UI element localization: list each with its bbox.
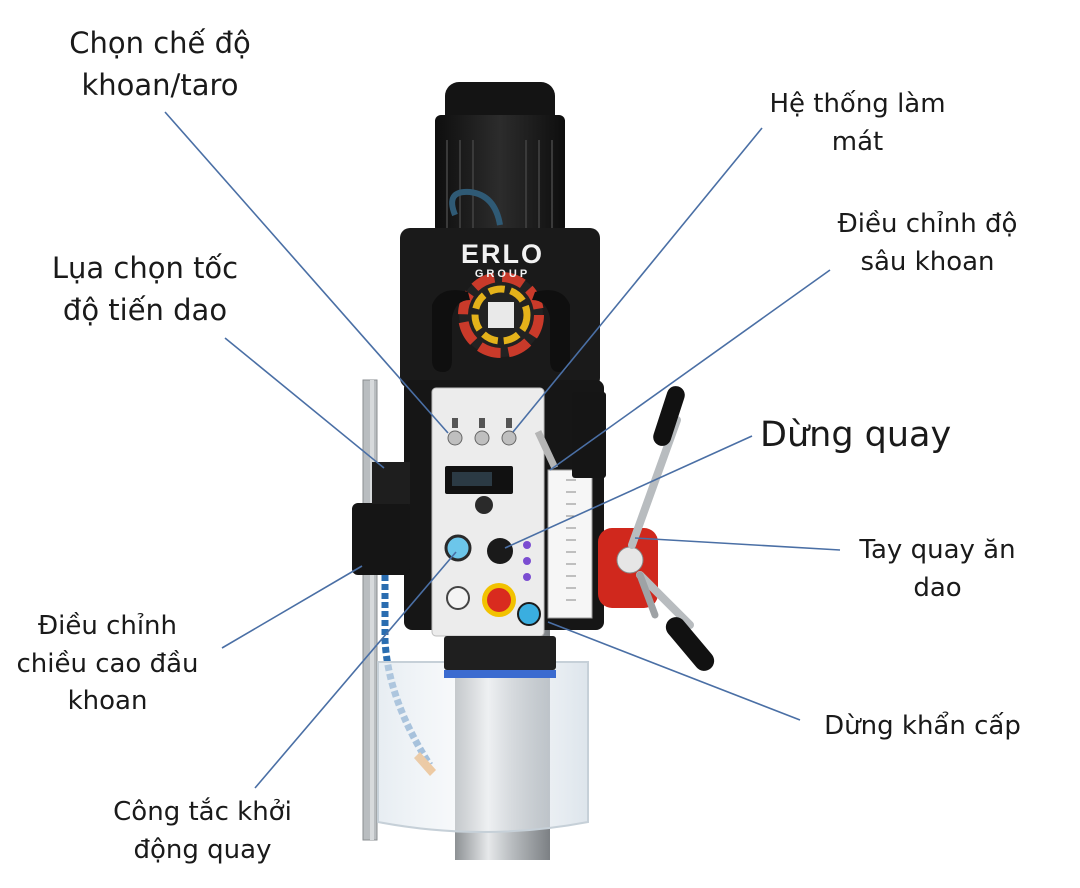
label-line: mát <box>831 126 884 157</box>
label-line: dao <box>913 572 962 603</box>
motor-cable <box>449 188 503 226</box>
leader-line-feed <box>224 337 385 469</box>
label-line: Lụa chọn tốc <box>51 251 239 285</box>
motor-fins <box>446 140 553 228</box>
motor-body <box>435 115 565 233</box>
depth-stop-rod <box>534 430 559 470</box>
label-feed-handle: Tay quay ăn dao <box>845 532 1030 607</box>
right-gear-lever <box>532 290 570 372</box>
start-button <box>444 534 472 562</box>
mode-switches <box>447 418 517 446</box>
leader-line-cool <box>512 127 763 433</box>
label-feed-speed: Lụa chọn tốc độ tiến dao <box>20 247 270 331</box>
label-emergency-stop: Dừng khẩn cấp <box>800 708 1045 746</box>
label-line: Điều chỉnh độ <box>837 209 1018 239</box>
emergency-stop-button <box>487 588 511 612</box>
label-drill-depth: Điều chỉnh độ sâu khoan <box>815 206 1040 281</box>
label-line: Hệ thống làm <box>769 89 946 119</box>
height-crank-cap <box>372 462 410 504</box>
label-head-height: Điều chỉnh chiều cao đầu khoan <box>0 608 215 721</box>
spindle-blue-ring <box>444 670 556 678</box>
leader-line-mode <box>164 111 449 434</box>
label-line: Công tắc khởi <box>113 797 292 827</box>
label-line: động quay <box>133 834 272 865</box>
leader-line-depth <box>549 269 831 471</box>
label-line: khoan <box>67 686 148 717</box>
label-drill-tap-mode: Chọn chế độ khoan/taro <box>40 22 280 106</box>
spindle-collar <box>444 636 556 670</box>
reset-button <box>446 586 470 610</box>
height-crank-block <box>352 503 410 575</box>
feed-handle-grip-down <box>665 617 715 671</box>
depth-scale-ticks <box>566 479 576 601</box>
label-line: Chọn chế độ <box>69 26 251 60</box>
leader-line-hand <box>634 537 841 551</box>
label-line: sâu khoan <box>860 246 995 277</box>
left-gear-lever <box>432 290 470 372</box>
leader-line-height <box>221 565 363 649</box>
gear-dial-center <box>488 302 514 328</box>
label-line: độ tiến dao <box>62 293 228 328</box>
label-line: Điều chỉnh <box>37 611 178 641</box>
label-line: khoan/taro <box>81 68 239 103</box>
label-line: Tay quay ăn <box>859 535 1016 565</box>
digital-display-screen <box>452 472 492 486</box>
feed-handle-arm-side <box>636 571 659 619</box>
label-line: Dừng khẩn cấp <box>824 711 1021 741</box>
brand-subtitle: GROUP <box>474 268 531 280</box>
leader-lines <box>164 111 841 789</box>
feed-handle-center <box>616 546 644 574</box>
label-line: chiều cao đầu <box>16 648 199 679</box>
depth-gauge-housing <box>572 392 606 478</box>
chip-shield <box>377 661 589 833</box>
feed-handle-grip-up <box>653 386 685 446</box>
guide-rod-rail <box>370 380 374 840</box>
brand-logo: ERLO GROUP <box>440 240 565 280</box>
coolant-button <box>517 602 541 626</box>
leader-line-emerg <box>547 621 801 721</box>
label-line: Dừng quay <box>760 415 952 455</box>
feed-handle-arm-down <box>636 571 694 629</box>
label-spindle-start: Công tắc khởi động quay <box>90 794 315 869</box>
brand-name: ERLO <box>460 239 544 269</box>
gear-dial-ring <box>458 272 544 358</box>
leader-line-stop <box>504 435 753 549</box>
label-coolant-system: Hệ thống làm mát <box>740 86 975 161</box>
indicator-lights <box>523 541 531 581</box>
speed-knob <box>475 496 493 514</box>
leader-line-start <box>254 551 457 789</box>
label-stop-spindle: Dừng quay <box>760 410 980 461</box>
stop-button <box>487 538 513 564</box>
depth-scale <box>547 469 593 619</box>
gear-dial-yellow-ring <box>471 285 531 345</box>
